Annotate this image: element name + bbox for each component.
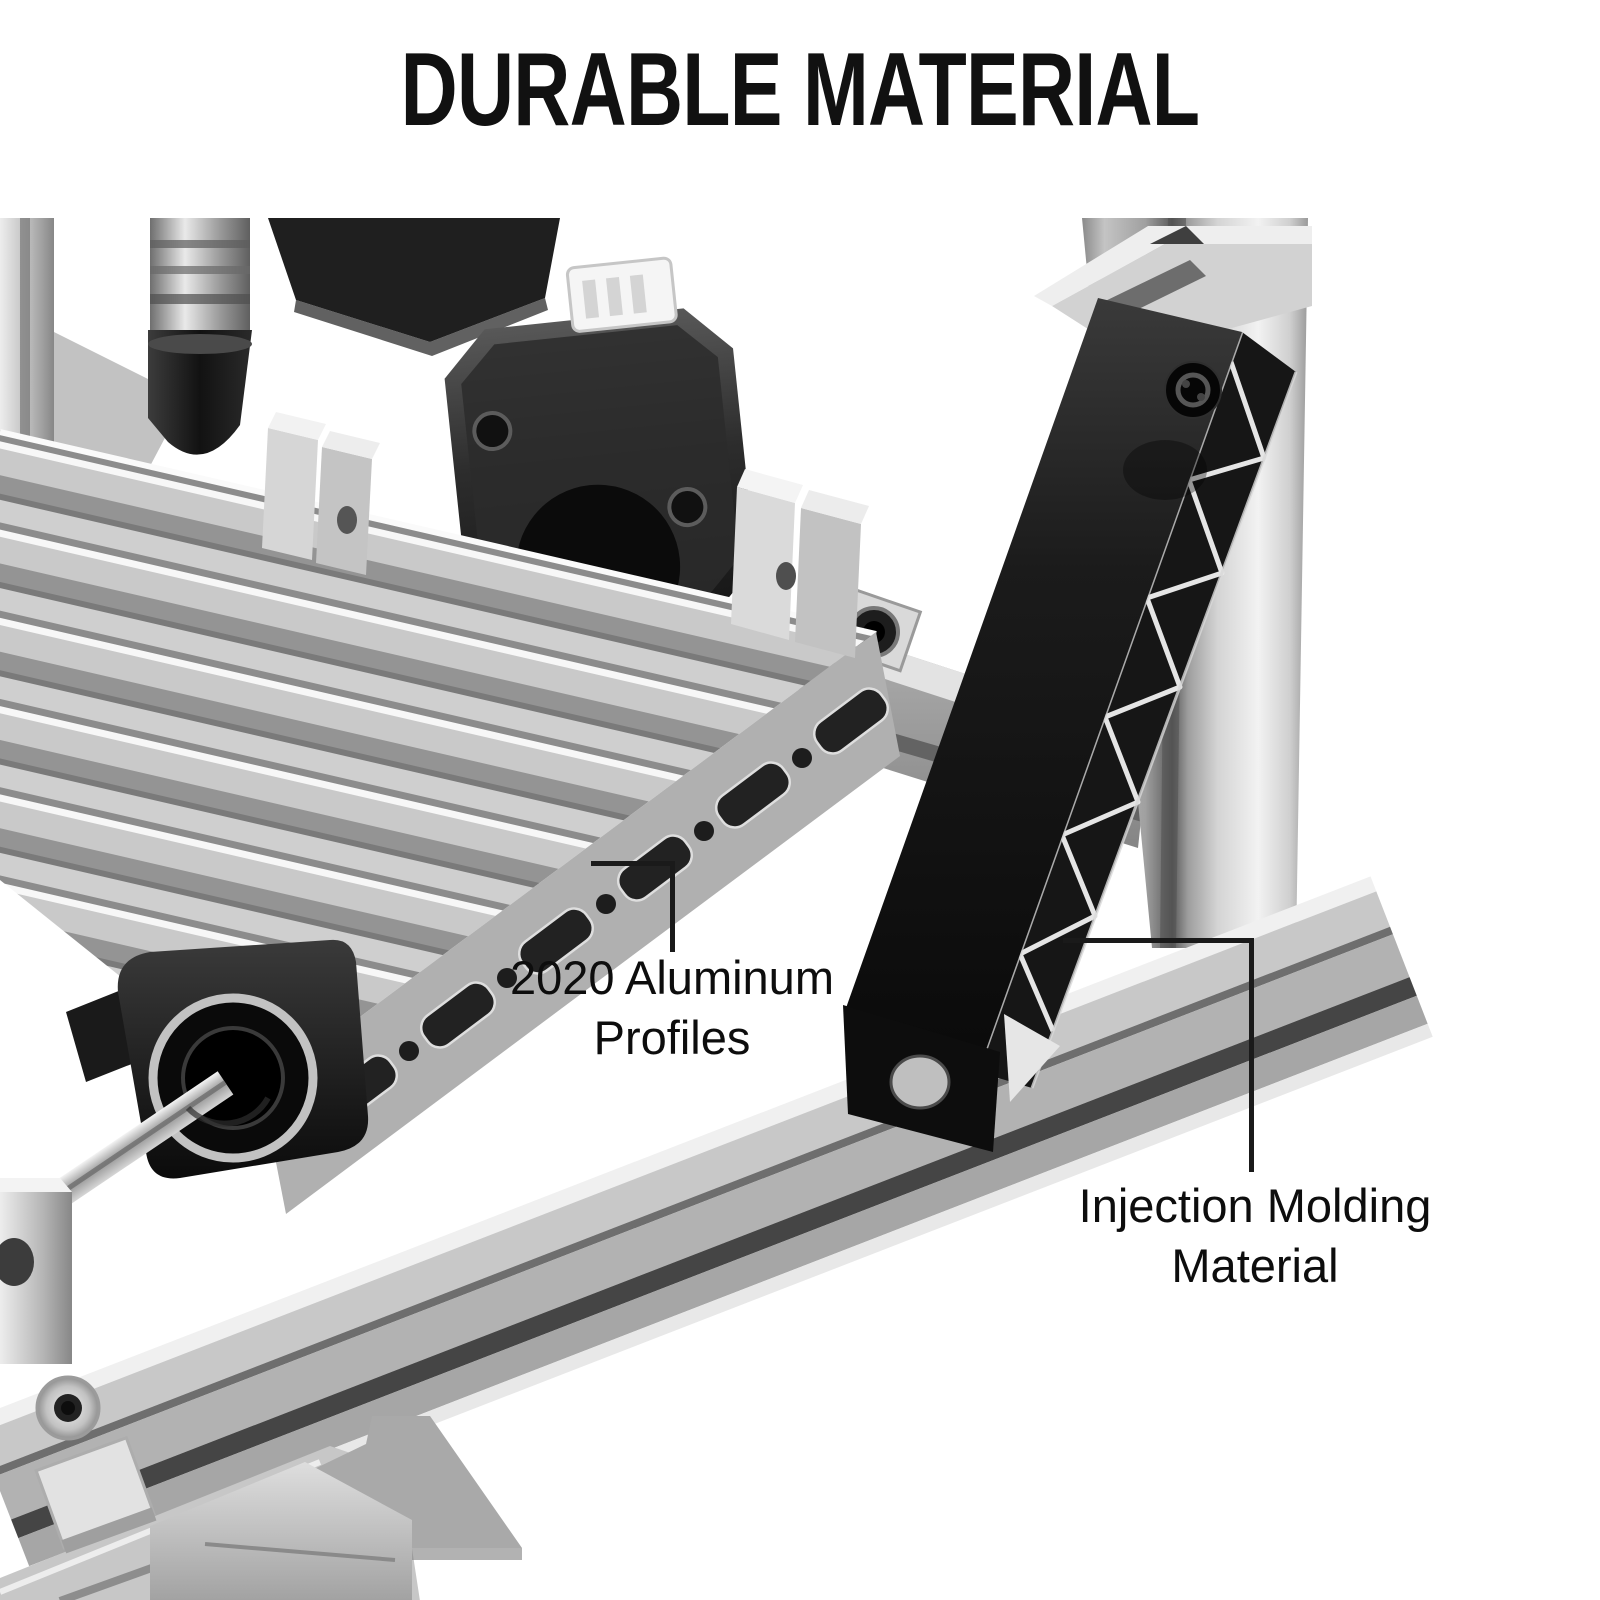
callout-injection-line2: Material	[1171, 1239, 1339, 1292]
callout-aluminum-line2: Profiles	[593, 1011, 751, 1064]
callout-aluminum-line1: 2020 Aluminum	[510, 951, 834, 1004]
callout-line-aluminum-profiles	[591, 861, 675, 952]
callout-injection-line1: Injection Molding	[1078, 1179, 1432, 1232]
callout-label-injection-molding: Injection Molding Material	[1005, 1176, 1505, 1296]
callout-line-injection-molding	[1063, 938, 1254, 1172]
headline: DURABLE MATERIAL	[400, 32, 1200, 148]
callout-label-aluminum-profiles: 2020 Aluminum Profiles	[422, 948, 922, 1068]
